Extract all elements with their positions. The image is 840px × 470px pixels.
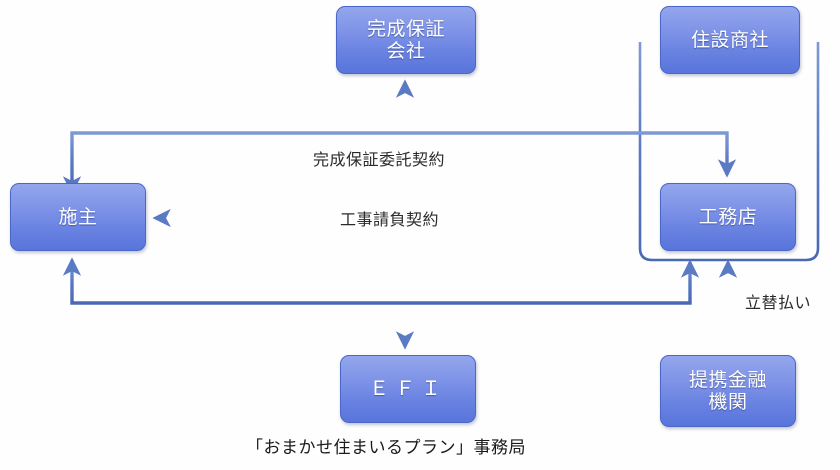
connector-guarantee-bar [62, 131, 737, 195]
edge-label-koji-ukeoi-keiyaku: 工事請負契約 [340, 206, 439, 230]
caption-text: 「おまかせ住まいるプラン」事務局 [246, 438, 526, 458]
node-seshu[interactable]: 施主 [10, 183, 146, 251]
node-label-jusetsu-shosha: 住設商社 [690, 28, 769, 51]
plan-office-caption: 「おまかせ住まいるプラン」事務局 [246, 433, 526, 458]
node-label-seshu: 施主 [58, 205, 98, 228]
connector-bottom-bar [62, 257, 700, 305]
node-label-efi: ＥＦＩ [369, 376, 447, 401]
node-teikei-kinyu-kikan[interactable]: 提携金融 機関 [660, 355, 796, 427]
node-label-komuten: 工務店 [698, 205, 758, 228]
node-komuten[interactable]: 工務店 [660, 183, 796, 251]
node-label-kansei-hosho-gaisha: 完成保証 会社 [366, 17, 445, 62]
edge-label-text: 立替払い [745, 293, 812, 312]
edge-label-tatekae-barai: 立替払い [745, 289, 811, 313]
node-jusetsu-shosha[interactable]: 住設商社 [660, 6, 800, 74]
node-efi[interactable]: ＥＦＩ [340, 355, 476, 423]
edge-label-kansei-hosho-itaku-keiyaku: 完成保証委託契約 [313, 146, 445, 170]
node-label-teikei-kinyu-kikan: 提携金融 機関 [688, 368, 767, 413]
node-kansei-hosho-gaisha[interactable]: 完成保証 会社 [336, 6, 476, 74]
edge-label-text: 完成保証委託契約 [313, 150, 446, 169]
edge-label-text: 工事請負契約 [340, 210, 440, 229]
